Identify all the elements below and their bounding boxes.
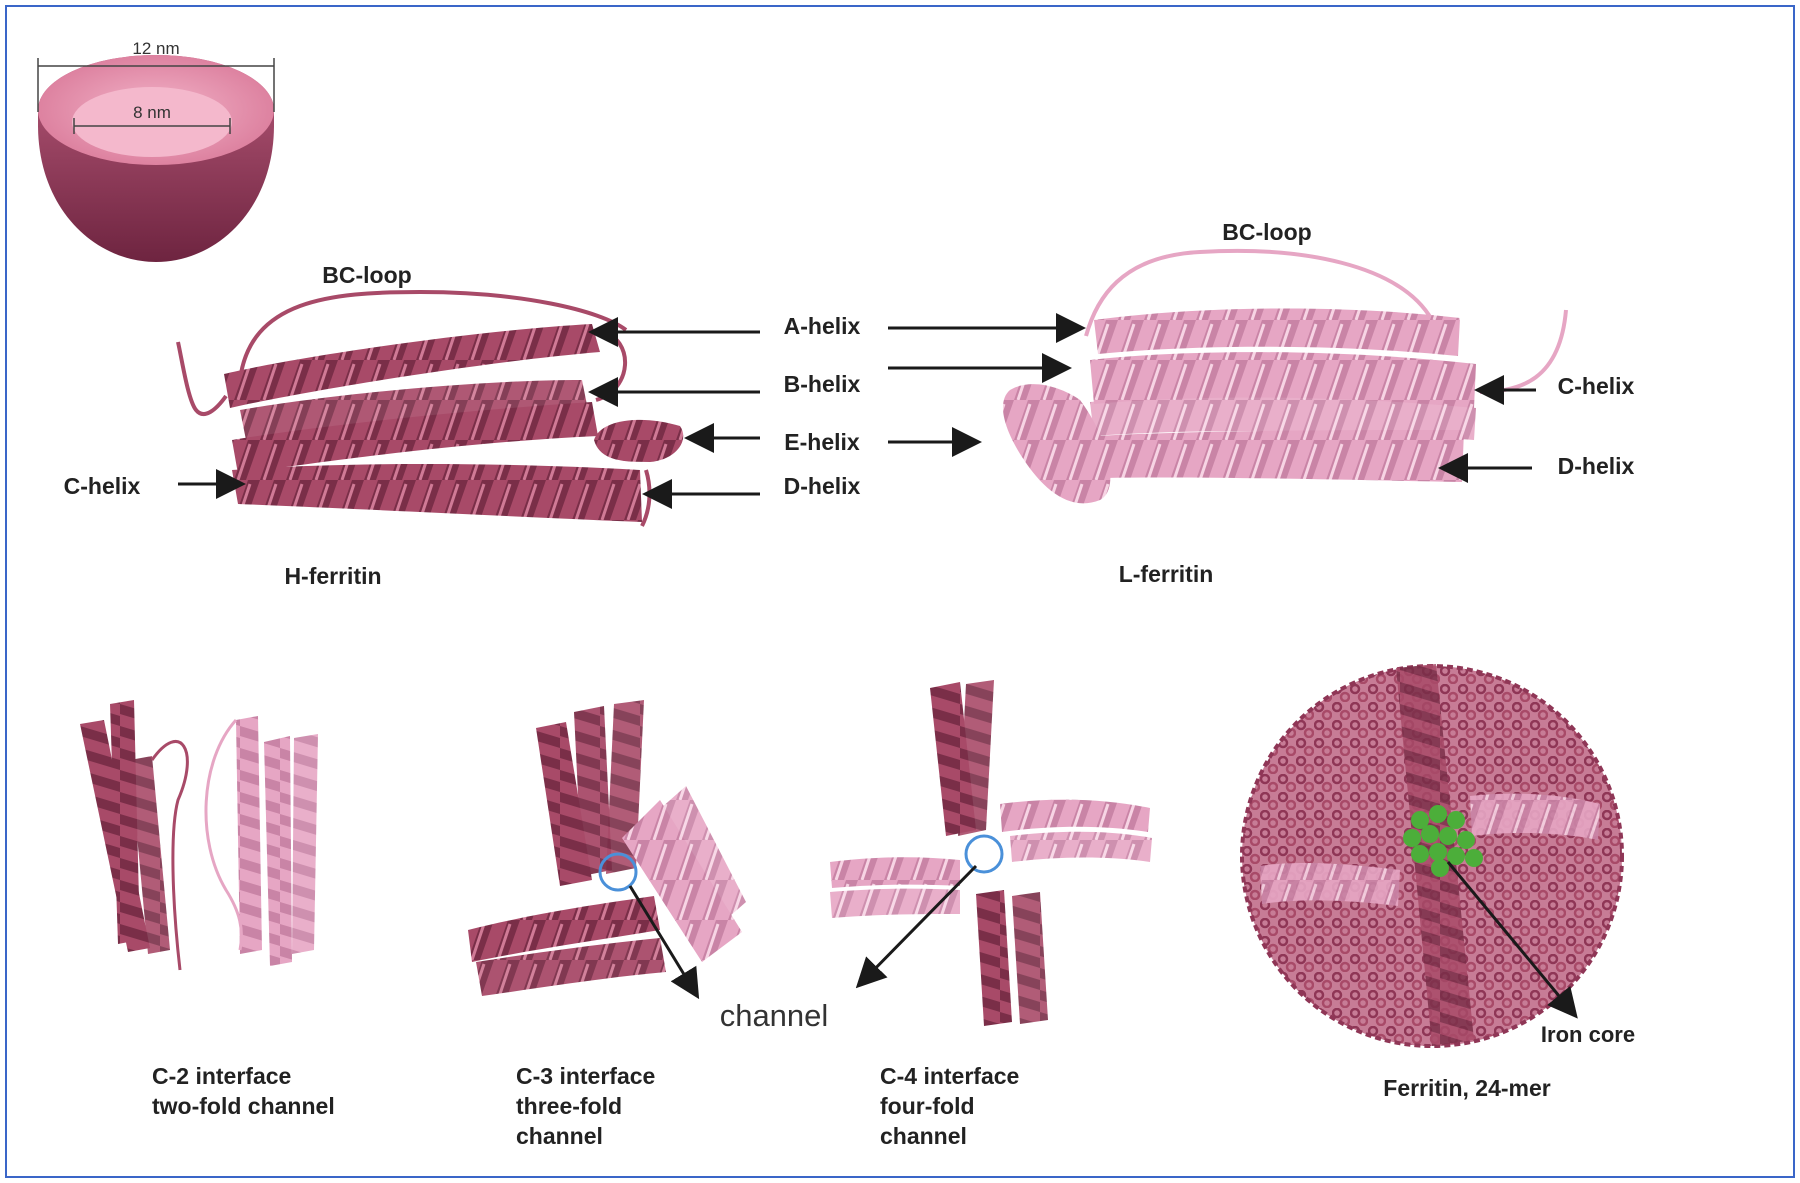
a-helix-label: A-helix xyxy=(784,313,861,339)
l-c-terminus xyxy=(1479,309,1568,394)
ferritin-24mer-structure xyxy=(1240,664,1624,1048)
iron-atom xyxy=(1431,859,1449,877)
h-bc-loop-label: BC-loop xyxy=(322,262,411,288)
c4-top-subunit-2 xyxy=(958,680,994,836)
c4-interface-structure xyxy=(830,680,1152,1026)
c2-label-line1: C-2 interface xyxy=(152,1063,291,1089)
c4-right-subunit xyxy=(1000,799,1150,832)
c3-label-line3: channel xyxy=(516,1123,603,1149)
l-bc-loop xyxy=(1084,248,1434,337)
iron-atom xyxy=(1447,811,1465,829)
iron-atom xyxy=(1403,829,1421,847)
d-helix-label: D-helix xyxy=(784,473,861,499)
iron-atom xyxy=(1429,805,1447,823)
ferritin-shell-schematic: 12 nm 8 nm xyxy=(37,39,275,262)
iron-core xyxy=(1403,805,1483,877)
h-d-helix xyxy=(232,464,642,522)
c3-label-line1: C-3 interface xyxy=(516,1063,655,1089)
iron-core-arrow xyxy=(1446,861,1578,1019)
iron-atom xyxy=(1457,831,1475,849)
b-helix-label: B-helix xyxy=(784,371,861,397)
iron-atom xyxy=(1439,827,1457,845)
c3-bottom-subunit xyxy=(468,896,660,962)
c2-label-line2: two-fold channel xyxy=(152,1093,335,1119)
c4-channel-ring xyxy=(964,834,1004,874)
outer-diameter-label: 12 nm xyxy=(132,39,179,58)
24mer-l-bundle-right xyxy=(1470,793,1600,840)
l-b-helix xyxy=(1090,352,1476,408)
h-b-helix xyxy=(240,380,588,440)
c3-label-line2: three-fold xyxy=(516,1093,622,1119)
h-ferritin-title: H-ferritin xyxy=(284,563,381,589)
h-e-helix-top xyxy=(232,402,598,474)
l-d-helix xyxy=(1098,430,1464,482)
h-ferritin-structure xyxy=(176,289,684,527)
c2-l-subunit-helix-3 xyxy=(292,734,318,954)
l-ferritin-structure xyxy=(1002,248,1568,504)
c4-bottom-subunit-2 xyxy=(1012,892,1048,1024)
c3-right-subunit-2 xyxy=(652,786,746,930)
c4-label-line3: channel xyxy=(880,1123,967,1149)
c2-h-loop xyxy=(150,740,189,971)
h-e-helix-coil xyxy=(594,419,684,462)
h-bc-loop xyxy=(238,289,628,381)
h-loop-right xyxy=(595,328,627,402)
c4-left-subunit-2 xyxy=(830,888,960,918)
c2-l-subunit-helix-1 xyxy=(236,716,262,954)
c4-label-line1: C-4 interface xyxy=(880,1063,1019,1089)
l-a-helix xyxy=(1094,308,1460,356)
l-bc-loop-label: BC-loop xyxy=(1222,219,1311,245)
iron-atom xyxy=(1447,847,1465,865)
iron-atom xyxy=(1411,811,1429,829)
shell-cavity xyxy=(72,87,232,157)
l-c-helix xyxy=(1090,395,1476,440)
ferritin-24mer-title: Ferritin, 24-mer xyxy=(1383,1075,1550,1101)
c4-label-line2: four-fold xyxy=(880,1093,975,1119)
iron-core-label: Iron core xyxy=(1541,1022,1635,1047)
iron-atom xyxy=(1465,849,1483,867)
c2-interface-structure xyxy=(80,700,318,971)
l-d-helix-label: D-helix xyxy=(1558,453,1635,479)
figure-frame xyxy=(5,5,1795,1178)
channel-arrow-c4 xyxy=(855,864,978,989)
c2-l-subunit-helix-2 xyxy=(264,736,292,966)
c4-left-subunit xyxy=(830,857,960,888)
c2-l-loop xyxy=(204,718,243,951)
24mer-l-bundle-left xyxy=(1260,863,1400,906)
c3-top-subunit xyxy=(536,722,592,886)
h-c-terminus xyxy=(640,469,652,527)
c4-right-subunit-2 xyxy=(1010,831,1152,862)
c2-h-subunit-helix-2 xyxy=(110,700,140,944)
l-e-helix xyxy=(1002,384,1111,504)
iron-atom xyxy=(1411,845,1429,863)
h-c-helix-label: C-helix xyxy=(64,473,141,499)
channel-arrow-c3 xyxy=(628,885,700,1000)
iron-atom xyxy=(1429,843,1447,861)
h-n-terminus xyxy=(176,341,228,416)
c4-bottom-subunit xyxy=(976,890,1012,1026)
iron-atom xyxy=(1421,825,1439,843)
c3-bottom-subunit-2 xyxy=(476,938,666,996)
l-c-helix-label: C-helix xyxy=(1558,373,1635,399)
c3-interface-structure xyxy=(468,700,746,996)
h-a-helix xyxy=(224,324,600,408)
c2-h-subunit-helix-3 xyxy=(130,756,170,954)
l-ferritin-title: L-ferritin xyxy=(1119,561,1214,587)
e-helix-label: E-helix xyxy=(784,429,860,455)
c3-top-subunit-2 xyxy=(574,706,612,876)
c3-channel-ring xyxy=(598,852,638,892)
channel-label: channel xyxy=(720,998,829,1033)
inner-diameter-label: 8 nm xyxy=(133,103,171,122)
